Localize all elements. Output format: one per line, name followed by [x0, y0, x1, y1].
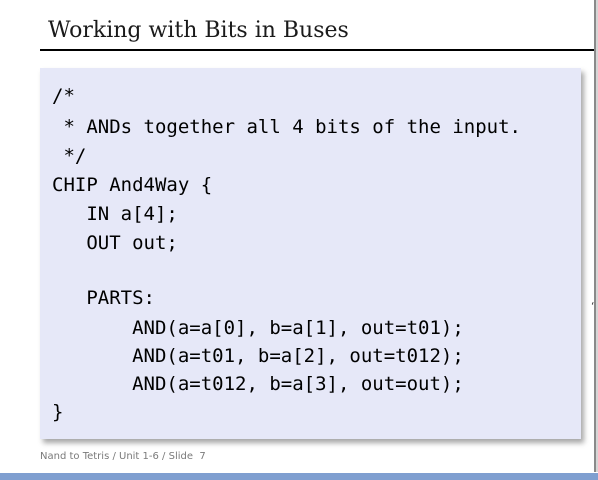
code-line-closing-brace: } [52, 401, 64, 423]
slide-title: Working with Bits in Buses [48, 18, 349, 43]
code-line-in: IN a[4]; [52, 203, 178, 225]
code-line-comment-text: * ANDs together all 4 bits of the input. [52, 116, 521, 138]
code-line-and-2: AND(a=t01, b=a[2], out=t012); [52, 345, 464, 367]
bottom-bar [0, 473, 598, 480]
code-line-out: OUT out; [52, 232, 178, 254]
window-edge-shadow [596, 0, 598, 472]
title-divider [40, 49, 595, 51]
slide-footer: Nand to Tetris / Unit 1-6 / Slide 7 [40, 451, 206, 462]
edge-mark: ‘ [591, 300, 595, 313]
code-line-and-3: AND(a=t012, b=a[3], out=out); [52, 373, 464, 395]
code-line-chip-header: CHIP And4Way { [52, 174, 213, 196]
code-line-and-1: AND(a=a[0], b=a[1], out=t01); [52, 317, 464, 339]
code-line-comment-open: /* [52, 85, 75, 107]
code-line-parts: PARTS: [52, 287, 155, 309]
code-line-comment-close: */ [52, 145, 87, 167]
window-edge [594, 0, 596, 472]
code-panel: /* * ANDs together all 4 bits of the inp… [40, 68, 581, 439]
